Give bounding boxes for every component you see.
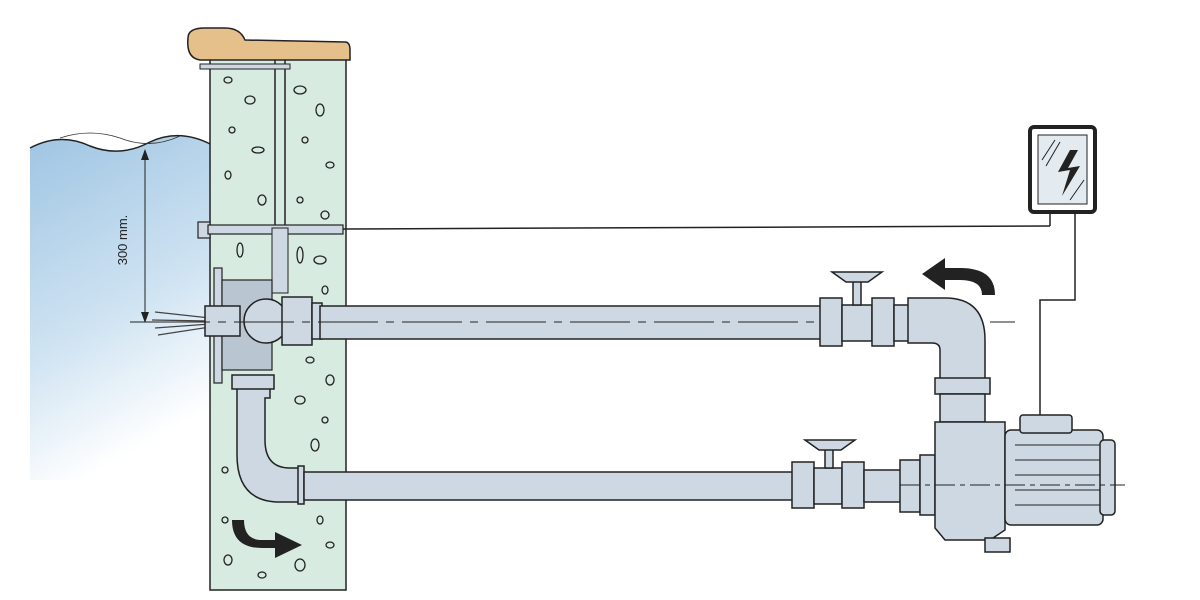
return-ball-valve <box>819 271 910 347</box>
power-cable <box>1039 212 1076 420</box>
pump-discharge-union <box>934 377 991 423</box>
suction-ball-valve <box>791 439 921 513</box>
flow-arrow-return <box>922 258 995 295</box>
electrical-control-box <box>1028 125 1097 214</box>
suction-pipe <box>303 471 795 501</box>
dimension-label: 300 mm. <box>115 215 130 266</box>
lightning-icon <box>1058 150 1080 196</box>
jet-nozzle-fitting <box>204 267 323 384</box>
pool-water <box>30 135 212 480</box>
air-control-rod <box>197 212 1051 294</box>
pump <box>900 414 1125 553</box>
flow-arrow-suction <box>232 520 302 558</box>
return-elbow <box>907 297 986 381</box>
pool-coping <box>187 27 351 61</box>
